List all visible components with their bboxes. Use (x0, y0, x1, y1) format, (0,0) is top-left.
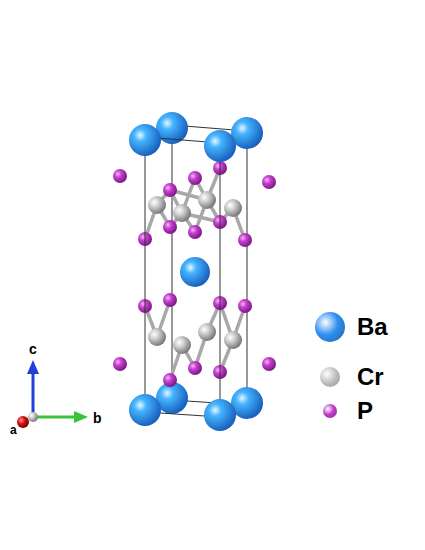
legend-row: P (315, 396, 373, 426)
cr-p-bonds (145, 168, 245, 380)
ba-atoms-front (129, 124, 236, 431)
ba-atoms-back (156, 112, 263, 419)
legend-swatch (320, 367, 340, 387)
axis-label: c (29, 342, 37, 356)
axis-label: b (93, 411, 102, 425)
axis-triad (17, 360, 88, 428)
legend-row: Cr (315, 362, 384, 392)
unit-cell-front (145, 137, 220, 417)
legend-swatch (323, 404, 337, 418)
cr-atoms (148, 191, 242, 354)
ba-atom-center (180, 257, 210, 287)
legend-row: Ba (315, 312, 388, 342)
swatch-slot (315, 312, 345, 342)
swatch-slot (315, 362, 345, 392)
axis-label: a (10, 424, 17, 436)
swatch-slot (315, 396, 345, 426)
unit-cell (145, 125, 247, 417)
p-atoms (113, 161, 276, 387)
legend-text: P (357, 399, 373, 423)
legend-swatch (315, 312, 345, 342)
legend-text: Cr (357, 365, 384, 389)
legend-text: Ba (357, 315, 388, 339)
